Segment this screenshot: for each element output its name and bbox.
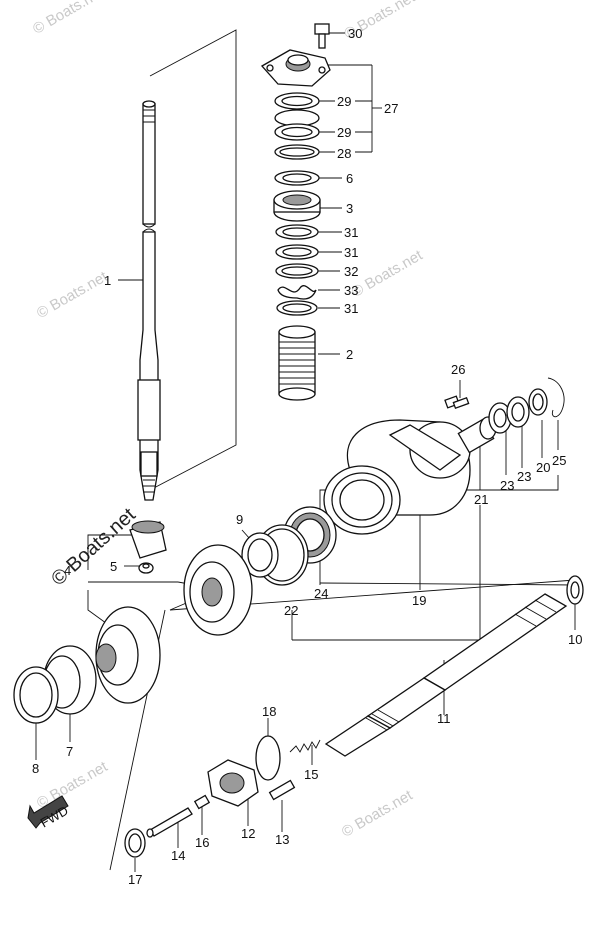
part-30-bolt [314, 23, 330, 49]
callout-12: 12 [241, 826, 255, 841]
callout-31: 31 [344, 225, 358, 240]
callout-6: 6 [346, 171, 353, 186]
part-11-propeller-shaft [324, 593, 568, 757]
callout-7: 7 [66, 744, 73, 759]
watermark: © Boats.net [34, 758, 111, 812]
callout-18: 18 [262, 704, 276, 719]
callout-10: 10 [568, 632, 582, 647]
watermark: © Boats.net [47, 504, 140, 591]
callout-33: 33 [344, 283, 358, 298]
callout-22: 22 [284, 603, 298, 618]
part-13-pin [268, 779, 296, 801]
callout-29: 29 [337, 125, 351, 140]
part-25-clip [547, 377, 565, 418]
callout-8: 8 [32, 761, 39, 776]
callout-26: 26 [451, 362, 465, 377]
part-14-push-rod [146, 807, 193, 838]
callout-11: 11 [437, 711, 451, 726]
callout-24: 24 [314, 586, 328, 601]
part-23-seal [488, 396, 530, 434]
watermark: © Boats.net [30, 0, 107, 38]
callout-17: 17 [128, 872, 142, 887]
callout-27: 27 [384, 101, 398, 116]
part-1-driveshaft [137, 100, 161, 501]
watermark: © Boats.net [34, 268, 111, 322]
part-21-needle-bearing [457, 416, 497, 454]
callout-20: 20 [536, 460, 550, 475]
callout-23: 23 [517, 469, 531, 484]
callout-19: 19 [412, 593, 426, 608]
callout-31: 31 [344, 245, 358, 260]
watermark: © Boats.net [349, 246, 426, 300]
part-12-clutch [207, 759, 259, 807]
part-4-pinion [129, 520, 167, 559]
callout-30: 30 [348, 26, 362, 41]
callout-23: 23 [500, 478, 514, 493]
part-19-housing [323, 419, 471, 535]
watermarks: © Boats.net © Boats.net © Boats.net © Bo… [30, 0, 426, 841]
part-10-washer [566, 575, 584, 605]
callout-13: 13 [275, 832, 289, 847]
callout-15: 15 [304, 767, 318, 782]
part-9-washer [241, 532, 279, 578]
part-26-bolt [444, 395, 470, 410]
callout-21: 21 [474, 492, 488, 507]
callout-1: 1 [104, 273, 111, 288]
callout-29: 29 [337, 94, 351, 109]
callout-9: 9 [236, 512, 243, 527]
part-8-ring [13, 666, 59, 724]
ring-stack [273, 92, 321, 316]
part-2-sleeve [278, 325, 316, 401]
part-17-ring [124, 828, 146, 858]
part-18-spring-ring [255, 735, 281, 781]
callout-31: 31 [344, 301, 358, 316]
reverse-gear [183, 544, 253, 636]
callout-16: 16 [195, 835, 209, 850]
forward-gear [95, 606, 161, 704]
callout-5: 5 [110, 559, 117, 574]
callout-4: 4 [64, 563, 71, 578]
callout-25: 25 [552, 453, 566, 468]
part-16-pin [193, 794, 211, 810]
callout-14: 14 [171, 848, 185, 863]
part-15-spring [289, 739, 321, 753]
part-5-nut [138, 562, 154, 574]
callout-32: 32 [344, 264, 358, 279]
watermark: © Boats.net [339, 786, 416, 840]
part-27-retainer [260, 49, 331, 87]
callout-labels: 30 29 27 29 28 6 3 31 31 32 33 31 2 1 26… [32, 26, 582, 887]
callout-3: 3 [346, 201, 353, 216]
part-20-ring [528, 388, 548, 416]
callout-28: 28 [337, 146, 351, 161]
callout-2: 2 [346, 347, 353, 362]
